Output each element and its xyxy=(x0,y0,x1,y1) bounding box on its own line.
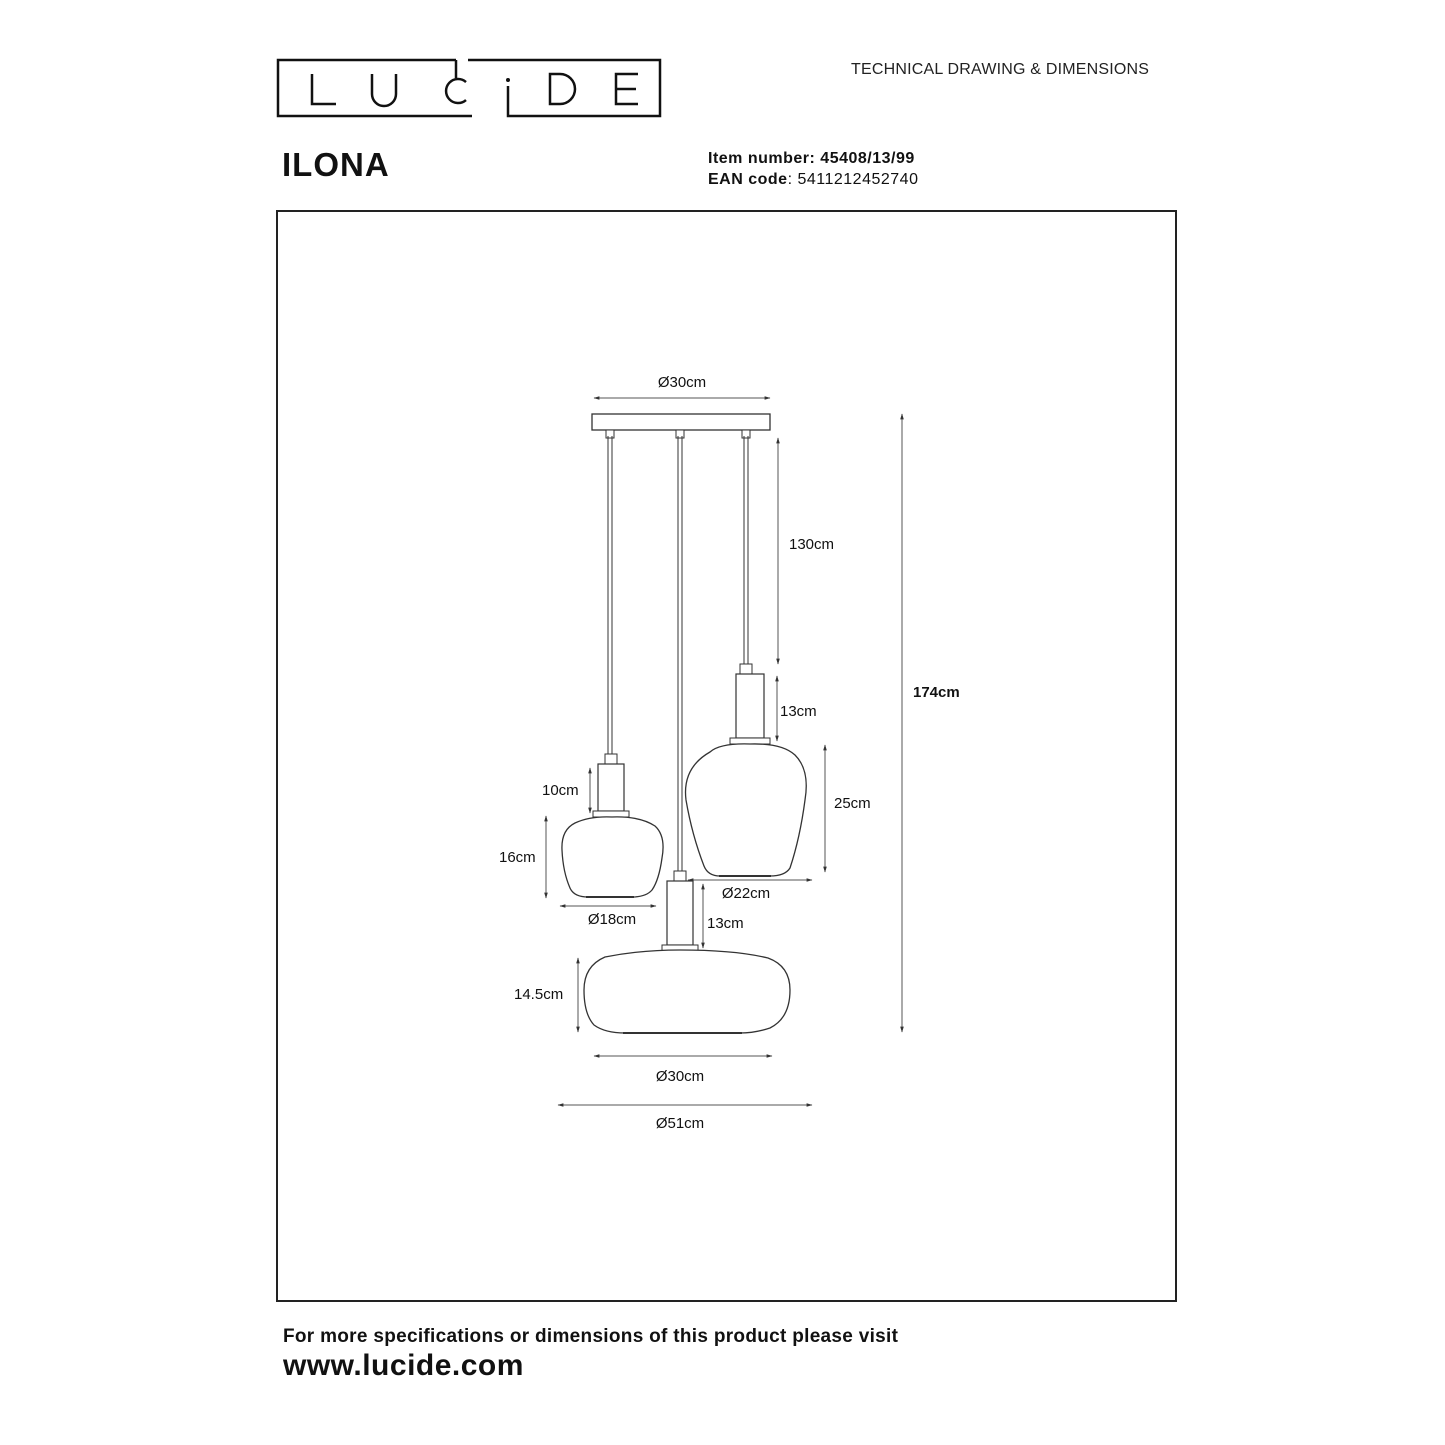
website-link[interactable]: www.lucide.com xyxy=(283,1349,524,1382)
left-shade-height-label: 16cm xyxy=(499,849,536,866)
item-number-label: Item number xyxy=(708,150,810,167)
left-shade-diameter-label: Ø18cm xyxy=(588,911,636,928)
product-name: ILONA xyxy=(282,146,390,183)
ean-value: 5411212452740 xyxy=(797,171,919,188)
pendant-bottom xyxy=(583,870,791,1034)
overall-diameter-label: Ø51cm xyxy=(656,1115,704,1132)
item-number-value: 45408/13/99 xyxy=(820,150,915,167)
bottom-shade-diameter-label: Ø30cm xyxy=(656,1068,704,1085)
canopy-diameter-label: Ø30cm xyxy=(658,374,706,391)
right-holder-height-label: 13cm xyxy=(780,703,817,720)
canopy xyxy=(591,413,771,431)
drawing-frame xyxy=(276,210,1177,1302)
ean-label: EAN code xyxy=(708,171,788,188)
cable-length-label: 130cm xyxy=(789,536,834,553)
pendant-right xyxy=(684,663,807,877)
footer-note: For more specifications or dimensions of… xyxy=(283,1326,899,1347)
pendant-left xyxy=(561,753,664,898)
right-shade-height-label: 25cm xyxy=(834,795,871,812)
total-height-label: 174cm xyxy=(913,684,960,701)
left-holder-height-label: 10cm xyxy=(542,782,579,799)
bottom-holder-height-label: 13cm xyxy=(707,915,744,932)
logo-mark-icon xyxy=(276,58,662,118)
bottom-shade-height-label: 14.5cm xyxy=(514,986,563,1003)
product-meta: Item number: 45408/13/99 EAN code: 54112… xyxy=(708,148,918,190)
item-number-row: Item number: 45408/13/99 xyxy=(708,150,915,167)
ean-row: EAN code: 5411212452740 xyxy=(708,171,919,188)
lucide-logo xyxy=(276,58,662,118)
right-shade-diameter-label: Ø22cm xyxy=(722,885,770,902)
document-type-label: TECHNICAL DRAWING & DIMENSIONS xyxy=(851,61,1150,78)
